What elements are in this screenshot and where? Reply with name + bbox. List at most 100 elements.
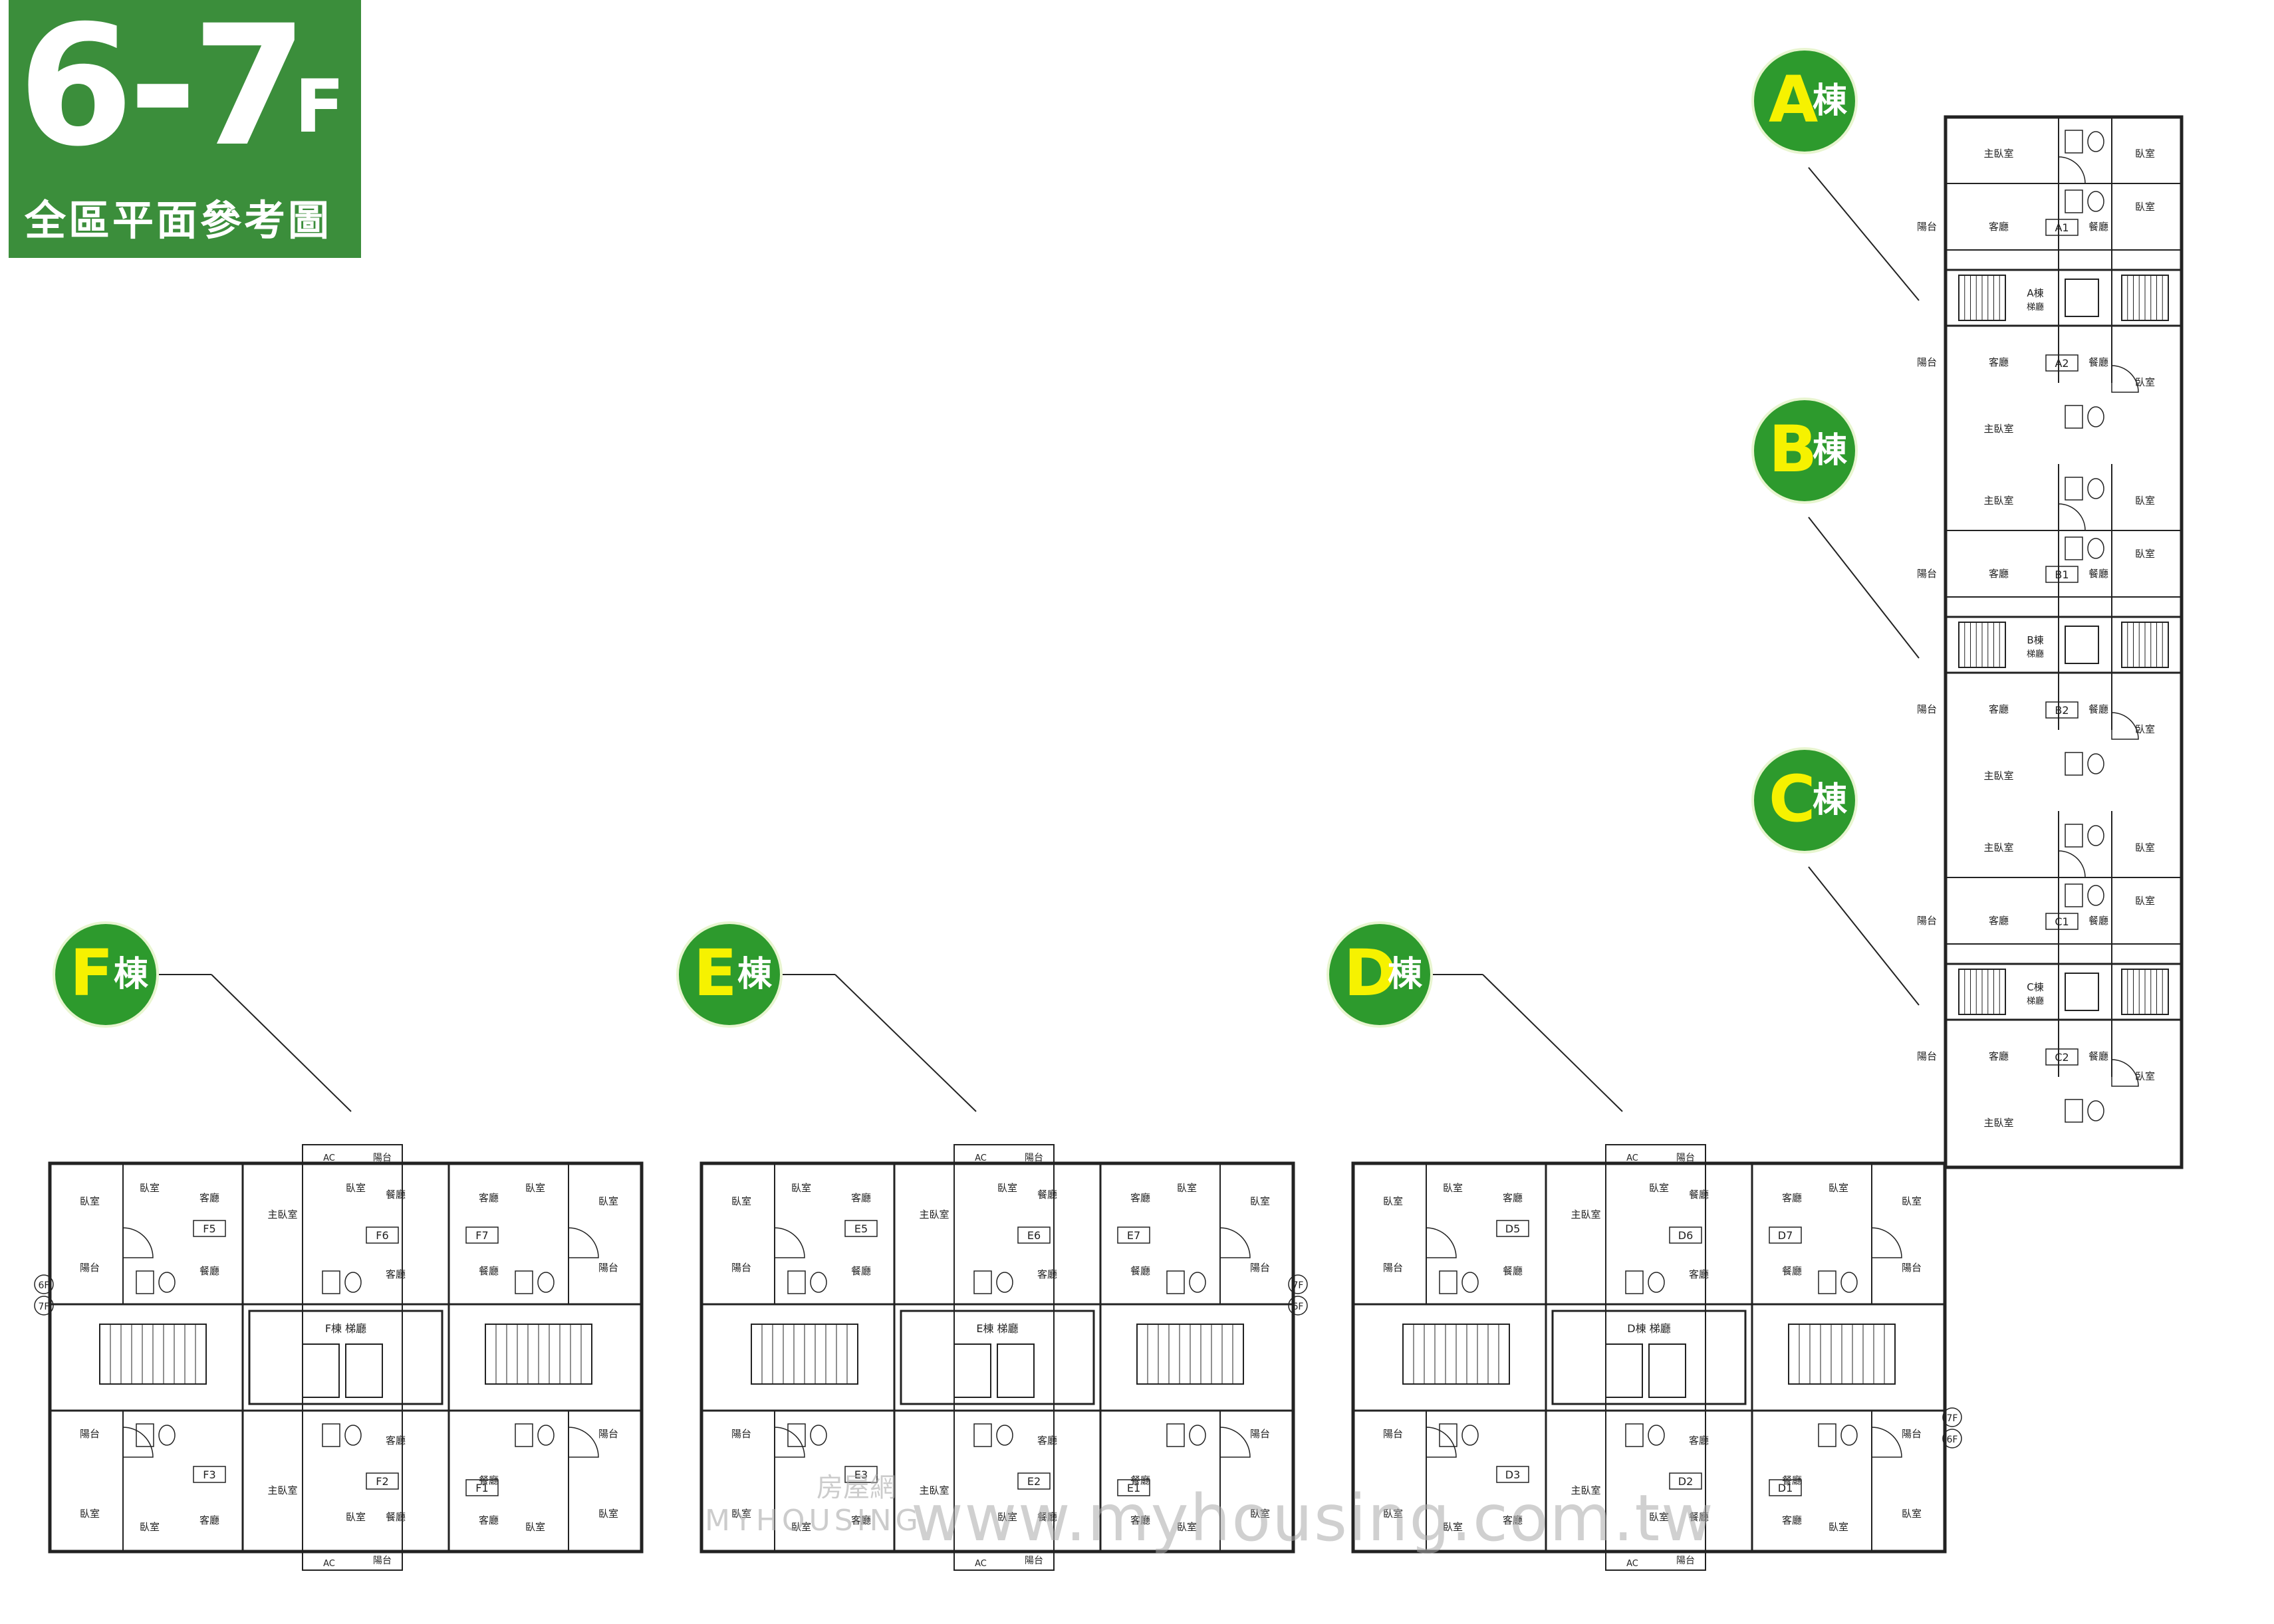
room-label: 陽台 [731,1262,751,1274]
room-label: 客廳 [199,1192,219,1204]
door-swing [2111,365,2139,393]
sink-icon [344,1425,362,1446]
room-label: 客廳 [479,1514,499,1526]
unit-tag-box [1769,1479,1802,1496]
sink-icon [2087,191,2104,212]
unit-tag-box [2045,1048,2079,1066]
unit-tag-box [844,1220,878,1237]
room-label: 臥室 [1649,1182,1669,1194]
unit-tag-box [193,1220,226,1237]
room-label: 客廳 [1782,1514,1802,1526]
leader-line [211,974,352,1112]
sink-icon [996,1425,1013,1446]
unit-tag-box [2045,219,2079,236]
door-swing [122,1427,154,1458]
room-label: 客廳 [1037,1268,1057,1280]
room-label: 客廳 [1037,1435,1057,1447]
elevator-box [2065,626,2099,664]
door-swing [1219,1427,1251,1458]
core-label: C棟 [2027,981,2043,993]
room-label: 臥室 [80,1195,100,1207]
room-label: 餐廳 [1689,1511,1709,1523]
room-label: 陽台 [598,1428,618,1440]
room-label: 客廳 [1503,1192,1523,1204]
badge-dong: 棟 [737,955,773,994]
floor-mark-circle [1942,1429,1962,1449]
toilet-icon [973,1270,992,1294]
room-label: 臥室 [140,1182,160,1194]
room-label: 臥室 [525,1521,545,1533]
room-label: 陽台 [1902,1262,1922,1274]
watermark-cn: 房屋網 [817,1472,896,1503]
room-master: 主臥室 [1983,842,2013,854]
room-bedroom: 臥室 [2135,895,2155,907]
floor-mark-circle [1288,1274,1308,1294]
room-bedroom: 臥室 [2135,495,2155,507]
door-swing [1426,1227,1457,1258]
sink-icon [158,1272,176,1293]
sink-icon [2087,478,2104,499]
toilet-icon [2065,405,2083,429]
sink-icon [158,1425,176,1446]
room-bedroom: 臥室 [2135,723,2155,735]
unit-tag-box [2045,913,2079,930]
room-label: 陽台 [1250,1428,1270,1440]
balcony-strip [302,1144,403,1571]
door-swing [2111,1059,2139,1087]
sink-icon [2087,131,2104,152]
room-label: 臥室 [1829,1182,1848,1194]
room-label: 主臥室 [1571,1484,1600,1496]
sink-icon [2087,538,2104,559]
ac-label: AC [1626,1153,1638,1163]
toilet-icon [1166,1423,1185,1447]
toilet-icon [1625,1423,1644,1447]
room-label: 餐廳 [479,1265,499,1277]
core-label: B棟 [2027,634,2043,646]
room-balcony: 陽台 [1025,1556,1043,1566]
floor-mark-circle [34,1274,54,1294]
sink-icon [1189,1272,1206,1293]
room-label: 餐廳 [386,1189,406,1201]
elevator-box [302,1343,340,1398]
sink-icon [1461,1425,1479,1446]
room-label: 餐廳 [479,1474,499,1486]
room-bedroom: 臥室 [2135,376,2155,388]
room-label: 客廳 [851,1514,871,1526]
toilet-icon [2065,1099,2083,1123]
room-label: 陽台 [80,1428,100,1440]
toilet-icon [787,1270,806,1294]
unit-tag-box [193,1466,226,1483]
core-box [248,1310,443,1405]
unit-tag-box [1669,1226,1702,1244]
room-master: 主臥室 [1983,1117,2013,1129]
toilet-icon [2065,536,2083,560]
room-label: 臥室 [1250,1508,1270,1520]
unit-tag-box [2045,566,2079,583]
room-bedroom: 臥室 [2135,548,2155,560]
sink-icon [537,1272,555,1293]
unit-tag: F1 [475,1482,488,1494]
room-label: 主臥室 [919,1209,949,1220]
watermark-en: MYHOUSING [705,1504,922,1538]
unit-tag: D7 [1778,1229,1793,1242]
leader-line [834,974,977,1112]
room-balcony: 陽台 [1025,1153,1043,1163]
room-label: 主臥室 [919,1484,949,1496]
toilet-icon [2065,477,2083,501]
room-label: 餐廳 [386,1511,406,1523]
unit-tag-box [1117,1479,1150,1496]
sink-icon [1840,1425,1858,1446]
badge-letter: A [1769,62,1819,137]
unit-tag-box [2045,354,2079,372]
unit-tag-box [1769,1226,1802,1244]
floor-mark: 6F [1293,1302,1304,1312]
sink-icon [2087,406,2104,427]
door-swing [1871,1227,1902,1258]
room-label: 臥室 [1443,1521,1463,1533]
unit-tag-box [465,1479,499,1496]
room-label: 臥室 [346,1511,366,1523]
room-balcony: 陽台 [1917,915,1937,927]
door-swing [1219,1227,1251,1258]
sink-icon [1189,1425,1206,1446]
room-label: 客廳 [1689,1435,1709,1447]
